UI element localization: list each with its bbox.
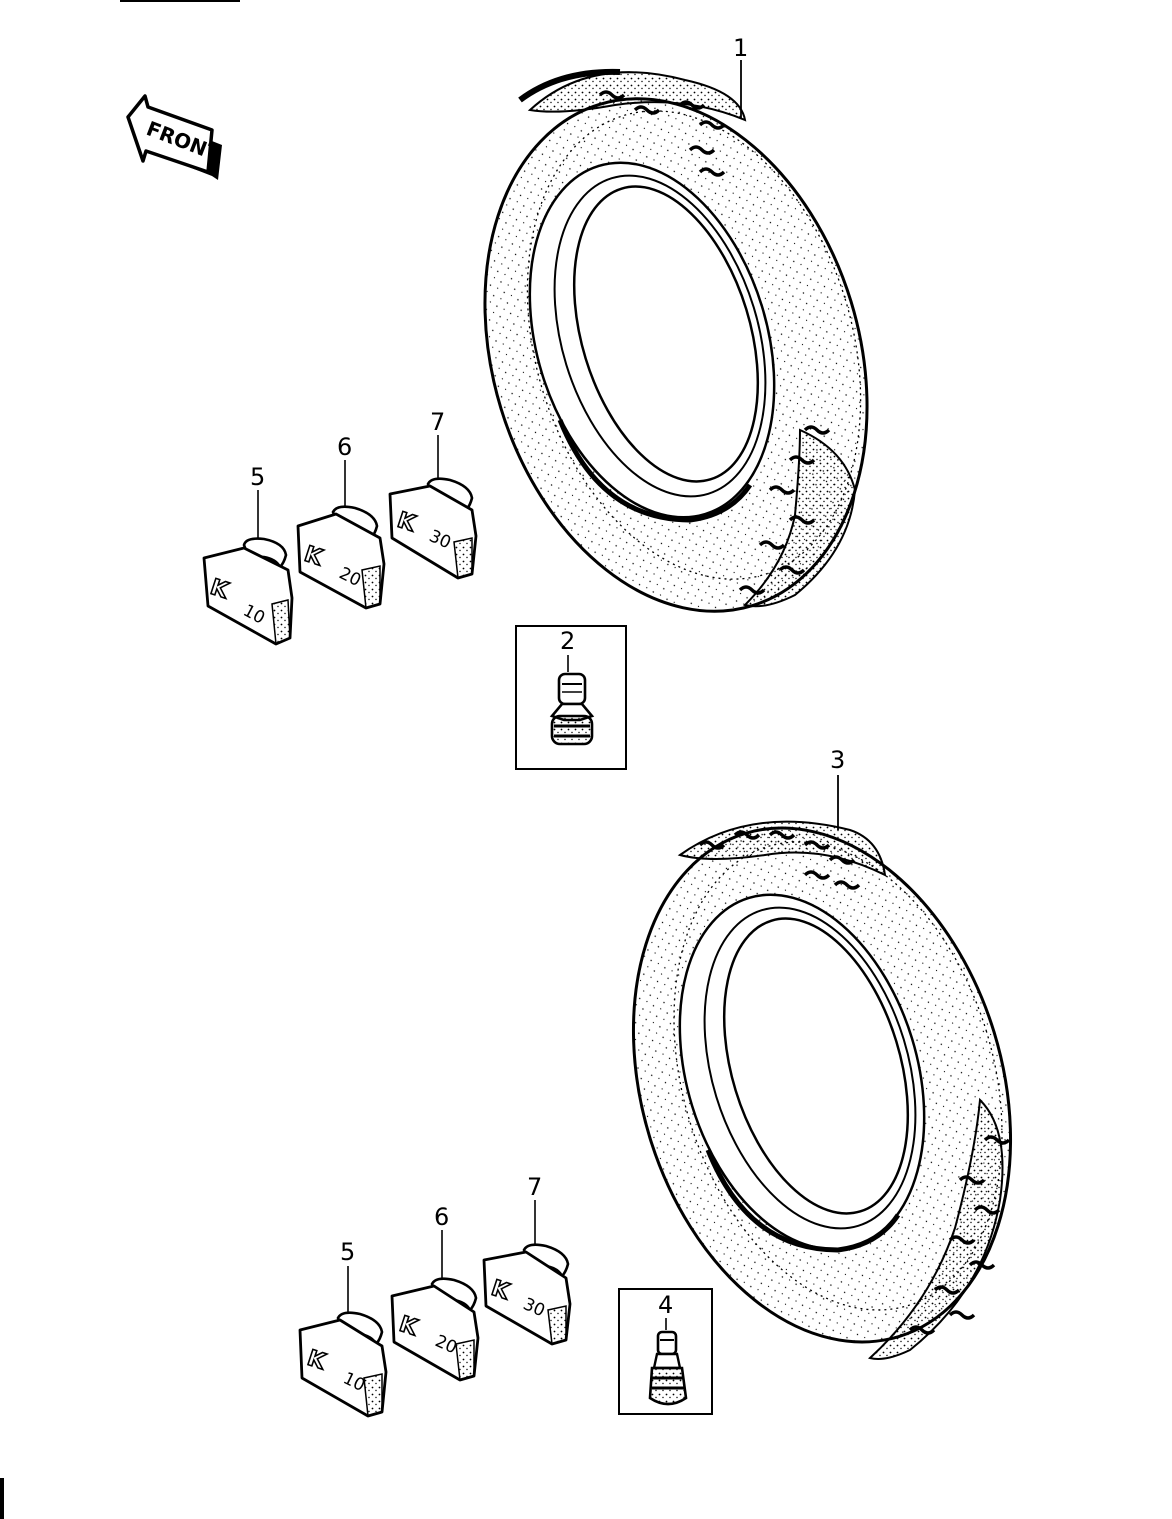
- lower-weight-large: 7 K 30: [482, 1173, 572, 1346]
- front-tire: [483, 68, 869, 613]
- callout-rear-valve: 4: [658, 1291, 673, 1319]
- rear-tire: [631, 820, 1013, 1360]
- front-valve-box: 2: [515, 625, 627, 770]
- front-valve: [549, 672, 595, 746]
- upper-weight-large: 7 K 30: [388, 408, 478, 580]
- lower-weight-medium: 6 K 20: [390, 1203, 480, 1382]
- callout-rear-tire: 3: [830, 746, 845, 774]
- callout-front-tire: 1: [733, 34, 748, 62]
- callout-upper-weight-small: 5: [250, 463, 265, 491]
- lower-weight-small: 5 K 10: [298, 1238, 388, 1418]
- callout-lower-weight-large: 7: [527, 1173, 542, 1201]
- callout-upper-weight-medium: 6: [337, 433, 352, 461]
- upper-weight-small: 5 K 10: [202, 463, 294, 646]
- callout-lower-weight-medium: 6: [434, 1203, 449, 1231]
- rear-valve: [648, 1330, 688, 1406]
- front-arrow-outline: [126, 94, 214, 174]
- callout-lower-weight-small: 5: [340, 1238, 355, 1266]
- callout-upper-weight-large: 7: [430, 408, 445, 436]
- upper-weight-medium: 6 K 20: [296, 433, 386, 610]
- callout-front-valve: 2: [560, 627, 575, 655]
- front-direction-arrow: FRONT: [126, 94, 224, 180]
- rear-valve-box: 4: [618, 1288, 713, 1415]
